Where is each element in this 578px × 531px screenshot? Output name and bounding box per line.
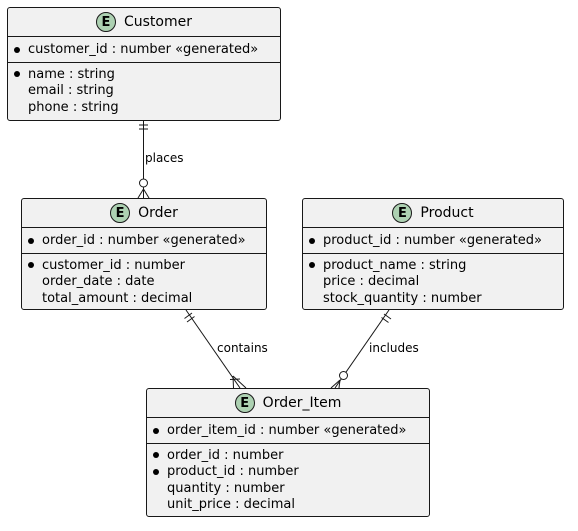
entity-header: E Product [303,199,563,228]
entity-title: Order [138,205,178,221]
primary-key-section: order_item_id : number «generated» [147,418,429,444]
key-bullet-icon [28,237,42,244]
field-text: product_name : string [323,257,467,273]
entity-title: Order_Item [262,395,342,411]
field-row: stock_quantity : number [309,290,557,307]
entity-order-item[interactable]: E Order_Item order_item_id : number «gen… [146,388,430,517]
field-row: email : string [14,83,274,100]
field-row: customer_id : number «generated» [14,41,258,58]
field-text: product_id : number [167,464,299,480]
field-row: order_item_id : number «generated» [153,422,406,439]
entity-icon: E [392,203,413,223]
attributes-section: product_name : string price : decimal st… [303,254,563,310]
field-row: product_id : number [153,464,423,481]
field-row: product_id : number «generated» [309,232,542,249]
entity-icon: E [110,203,131,223]
field-row: product_name : string [309,257,557,274]
field-row: order_date : date [28,274,260,291]
edge-label-includes: includes [369,341,419,355]
mandatory-bullet-icon [309,262,323,269]
field-row: customer_id : number [28,257,260,274]
field-row: order_id : number [153,447,423,464]
field-text: phone : string [28,99,119,115]
field-row: order_id : number «generated» [28,232,246,249]
field-text: product_id : number «generated» [323,233,542,248]
field-text: stock_quantity : number [323,290,482,306]
primary-key-section: customer_id : number «generated» [8,37,280,63]
mandatory-bullet-icon [28,262,42,269]
edge-label-places: places [145,151,184,165]
field-text: order_id : number [167,447,284,463]
entity-icon: E [95,12,116,32]
field-text: quantity : number [167,480,285,496]
entity-header: E Order_Item [147,389,429,418]
entity-header: E Order [22,199,266,228]
field-row: name : string [14,66,274,83]
mandatory-bullet-icon [14,71,28,78]
key-bullet-icon [309,237,323,244]
field-row: price : decimal [309,274,557,291]
field-text: unit_price : decimal [167,497,295,513]
attributes-section: customer_id : number order_date : date t… [22,254,266,310]
entity-icon: E [234,393,255,413]
field-text: email : string [28,83,114,99]
field-text: order_id : number «generated» [42,233,246,248]
field-text: order_date : date [42,274,155,290]
field-text: name : string [28,66,115,82]
field-row: total_amount : decimal [28,290,260,307]
edge-product-orderitem [330,309,392,389]
primary-key-section: product_id : number «generated» [303,228,563,254]
key-bullet-icon [153,427,167,434]
entity-title: Product [420,205,474,221]
edge-order-orderitem [184,309,247,389]
attributes-section: order_id : number product_id : number qu… [147,444,429,516]
field-row: quantity : number [153,480,423,497]
entity-title: Customer [123,14,192,30]
field-text: total_amount : decimal [42,290,193,306]
entity-order[interactable]: E Order order_id : number «generated» cu… [21,198,267,310]
field-row: unit_price : decimal [153,497,423,514]
entity-header: E Customer [8,8,280,37]
attributes-section: name : string email : string phone : str… [8,63,280,119]
entity-product[interactable]: E Product product_id : number «generated… [302,198,564,310]
edge-label-contains: contains [217,341,268,355]
field-text: customer_id : number «generated» [28,42,259,57]
field-text: customer_id : number [42,257,185,273]
key-bullet-icon [14,46,28,53]
primary-key-section: order_id : number «generated» [22,228,266,254]
field-text: order_item_id : number «generated» [167,423,407,438]
mandatory-bullet-icon [153,468,167,475]
edge-customer-order [137,121,150,199]
field-row: phone : string [14,99,274,116]
entity-customer[interactable]: E Customer customer_id : number «generat… [7,7,281,121]
mandatory-bullet-icon [153,452,167,459]
field-text: price : decimal [323,274,420,290]
